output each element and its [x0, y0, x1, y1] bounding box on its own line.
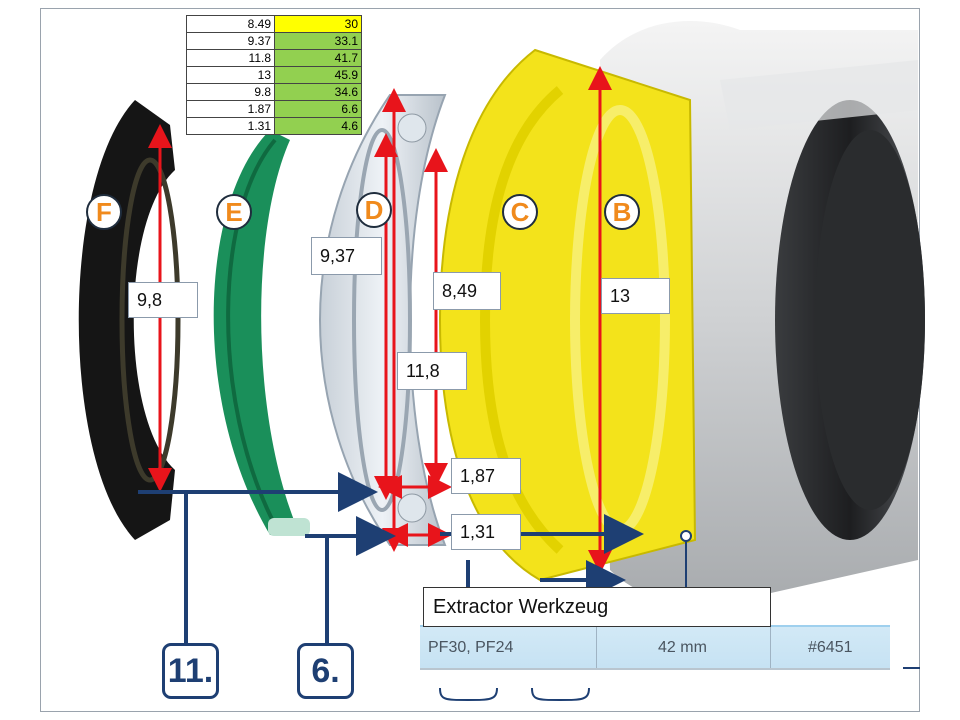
label-9-37: 9,37 — [311, 237, 382, 275]
label-13: 13 — [601, 278, 670, 314]
label-9-8: 9,8 — [128, 282, 198, 318]
part-f-seal — [78, 100, 181, 540]
step-number-6: 6. — [297, 643, 354, 699]
part-label-d: D — [356, 192, 392, 228]
table-cell: 6.6 — [274, 100, 362, 118]
divider — [770, 627, 771, 668]
label-1-87: 1,87 — [451, 458, 521, 494]
part-label-b: B — [604, 194, 640, 230]
part-c-cup — [438, 48, 697, 582]
table-cell: 9.37 — [186, 32, 275, 50]
step-number-11: 11. — [162, 643, 219, 699]
table-cell: 33.1 — [274, 32, 362, 50]
part-e-seal — [213, 130, 310, 536]
table-cell: 1.31 — [186, 117, 275, 135]
label-11-8: 11,8 — [397, 352, 467, 390]
extractor-code: #6451 — [808, 638, 853, 656]
extractor-size: 42 mm — [658, 638, 707, 656]
table-cell: 45.9 — [274, 66, 362, 84]
divider — [596, 627, 597, 668]
table-cell: 9.8 — [186, 83, 275, 101]
extractor-fit: PF30, PF24 — [428, 638, 514, 656]
part-label-c: C — [502, 194, 538, 230]
part-label-e: E — [216, 194, 252, 230]
label-1-31: 1,31 — [451, 514, 521, 550]
table-cell: 11.8 — [186, 49, 275, 67]
bottom-brackets — [439, 687, 590, 701]
table-cell: 34.6 — [274, 83, 362, 101]
label-8-49: 8,49 — [433, 272, 501, 310]
table-cell: 13 — [186, 66, 275, 84]
extractor-spec-row: PF30, PF24 42 mm #6451 — [420, 625, 890, 670]
table-cell: 4.6 — [274, 117, 362, 135]
part-label-f: F — [86, 194, 122, 230]
table-cell: 30 — [274, 15, 362, 33]
pointer-dot — [680, 530, 692, 542]
table-cell: 1.87 — [186, 100, 275, 118]
part-d-bearing — [318, 94, 447, 546]
table-cell: 8.49 — [186, 15, 275, 33]
extractor-title: Extractor Werkzeug — [423, 587, 771, 627]
table-cell: 41.7 — [274, 49, 362, 67]
